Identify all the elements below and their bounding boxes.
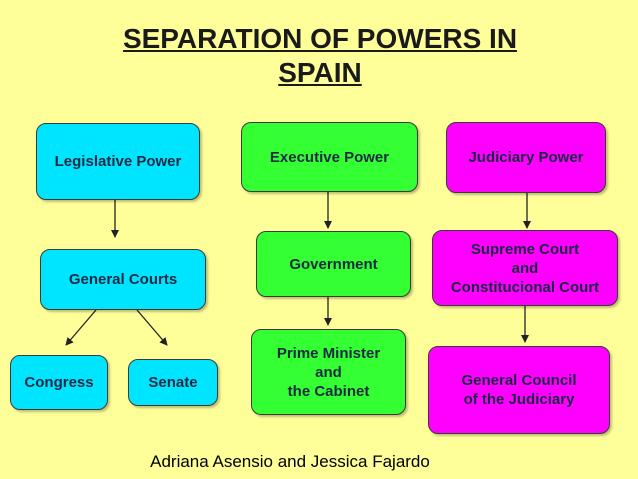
arrow-courts-to-senate	[136, 309, 168, 346]
legislative-power-label: Legislative Power	[54, 153, 182, 170]
government-box: Government	[256, 231, 411, 297]
page-title-text: SEPARATION OF POWERS IN SPAIN	[122, 23, 518, 88]
authors-footer: Adriana Asensio and Jessica Fajardo	[110, 452, 470, 472]
judiciary-power-box: Judiciary Power	[446, 122, 606, 193]
general-council-box: General Council of the Judiciary	[428, 346, 610, 434]
general-courts-label: General Courts	[68, 271, 178, 288]
supreme-court-label: Supreme Court and Constitucional Court	[450, 240, 600, 296]
senate-label: Senate	[148, 374, 198, 391]
judiciary-power-label: Judiciary Power	[468, 149, 584, 166]
congress-box: Congress	[10, 355, 108, 410]
government-label: Government	[289, 255, 378, 273]
executive-power-label: Executive Power	[269, 148, 390, 166]
congress-label: Congress	[24, 374, 94, 391]
legislative-power-box: Legislative Power	[36, 123, 200, 200]
supreme-court-box: Supreme Court and Constitucional Court	[432, 230, 618, 306]
arrow-courts-to-congress	[65, 309, 97, 346]
general-council-label: General Council of the Judiciary	[461, 372, 577, 408]
prime-minister-box: Prime Minister and the Cabinet	[251, 329, 406, 415]
page-title: SEPARATION OF POWERS IN SPAIN	[60, 22, 580, 90]
senate-box: Senate	[128, 359, 218, 406]
prime-minister-label: Prime Minister and the Cabinet	[276, 344, 381, 400]
general-courts-box: General Courts	[40, 249, 206, 310]
authors-text: Adriana Asensio and Jessica Fajardo	[150, 452, 430, 471]
executive-power-box: Executive Power	[241, 122, 418, 192]
